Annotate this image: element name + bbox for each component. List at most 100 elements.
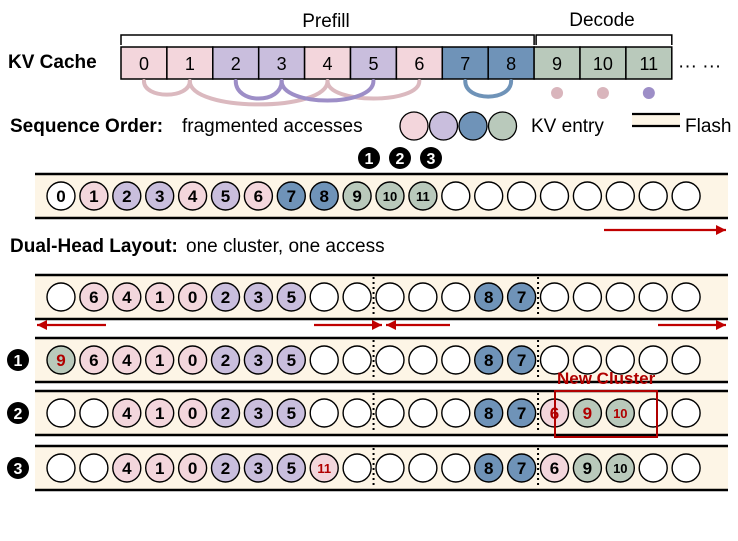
arrow-right-head1: [314, 320, 382, 330]
kv-cell-9: [533, 46, 581, 80]
empty-slot: [671, 398, 701, 428]
kv-entry-4: [112, 453, 142, 483]
kv-entry-7: [506, 398, 537, 428]
kv-cell-8: [487, 46, 535, 80]
empty-slot: [638, 282, 668, 312]
kv-entry-label: 9: [583, 404, 592, 423]
svg-text:3: 3: [427, 151, 436, 168]
kv-entry-5: [210, 181, 241, 211]
kv-entry-1: [79, 181, 109, 211]
kv-entry-label: 7: [517, 459, 526, 478]
kv-cell-label: 1: [185, 54, 195, 74]
kv-entry-label: 10: [613, 406, 627, 421]
kv-entry-9: [342, 181, 372, 211]
kv-cell-label: 11: [640, 54, 659, 74]
fragmented-accesses-text: fragmented accesses: [182, 116, 363, 137]
kv-entry-label: 10: [383, 189, 397, 204]
kv-entry-label: 3: [254, 351, 263, 370]
new-cluster-label: New Cluster: [557, 369, 656, 388]
kv-entry-7: [506, 453, 537, 483]
empty-slot: [572, 181, 603, 211]
empty-slot: [408, 453, 438, 483]
kv-entry-8: [309, 181, 339, 211]
kv-entry-1: [144, 282, 175, 312]
row-step-marker-2: 2: [7, 402, 29, 424]
empty-slot: [309, 398, 339, 428]
kv-entry-7: [506, 345, 537, 375]
empty-slot: [408, 345, 438, 375]
decode-label: Decode: [569, 10, 635, 31]
kv-cell-7: [441, 46, 489, 80]
legend-circle-pink: [399, 111, 429, 141]
access-arc: [233, 79, 284, 101]
kv-entry-label: 1: [155, 351, 164, 370]
kv-entry-label: 8: [319, 187, 328, 206]
empty-slot: [79, 398, 109, 428]
step-marker-1: 1: [358, 147, 380, 169]
kv-cell-label: 5: [368, 54, 378, 74]
decode-access-dot: [551, 87, 564, 99]
empty-slot: [375, 453, 405, 483]
kv-entry-label: 3: [254, 459, 263, 478]
empty-slot: [375, 282, 405, 312]
kv-entry-label: 1: [89, 187, 98, 206]
prefill-label: Prefill: [302, 11, 350, 32]
kv-entry-label: 0: [188, 459, 197, 478]
kv-entry-0: [177, 398, 208, 428]
kv-entry-label: 8: [484, 351, 493, 370]
empty-slot: [638, 181, 668, 211]
kv-entry-3: [144, 181, 175, 211]
flash-label: Flash: [685, 116, 731, 137]
empty-slot: [605, 345, 635, 375]
kv-cell-label: 10: [593, 54, 613, 74]
kv-entry-3: [243, 282, 274, 312]
kv-entry-label: 2: [221, 351, 230, 370]
kv-entry-label: 5: [221, 187, 230, 206]
kv-entry-2: [210, 345, 241, 375]
arrow-right-head2: [658, 320, 726, 330]
kv-entry-4: [177, 181, 208, 211]
kv-entry-label: 6: [550, 459, 559, 478]
access-arcs: [141, 79, 655, 107]
kv-entry-8: [474, 453, 504, 483]
kv-entry-label: 3: [155, 187, 164, 206]
kv-entry-label: 9: [583, 459, 592, 478]
kv-entry-0: [177, 282, 208, 312]
kv-entry-label: 2: [221, 459, 230, 478]
decode-access-dot: [642, 87, 655, 99]
kv-entry-label: 11: [317, 461, 331, 476]
kv-entry-5: [276, 453, 306, 483]
kv-entry-5: [276, 398, 306, 428]
kv-cell-11: [625, 46, 673, 80]
access-arc: [279, 79, 376, 103]
kv-entry-6: [539, 453, 570, 483]
kv-entry-label: 5: [287, 288, 296, 307]
empty-slot: [46, 398, 76, 428]
kv-entry-label: 4: [122, 351, 132, 370]
row-step-marker-1: 1: [7, 349, 29, 371]
dual-head-layout-text: one cluster, one access: [186, 236, 385, 257]
empty-slot: [309, 345, 339, 375]
kv-cell-label: 8: [506, 54, 516, 74]
kv-entry-6: [243, 181, 274, 211]
kv-entry-10: [605, 453, 635, 483]
kv-entry-5: [276, 345, 306, 375]
kv-cell-1: [166, 46, 214, 80]
kv-entry-label: 0: [188, 404, 197, 423]
svg-text:3: 3: [14, 461, 23, 478]
decode-bracket: [535, 34, 673, 45]
empty-slot: [441, 181, 471, 211]
kv-entry-8: [474, 282, 504, 312]
empty-slot: [309, 282, 339, 312]
kv-entry-label: 6: [254, 187, 263, 206]
kv-entry-7: [276, 181, 306, 211]
kv-cell-5: [349, 46, 398, 80]
ellipsis-label: ··· ···: [678, 56, 721, 77]
access-arc: [187, 79, 330, 107]
